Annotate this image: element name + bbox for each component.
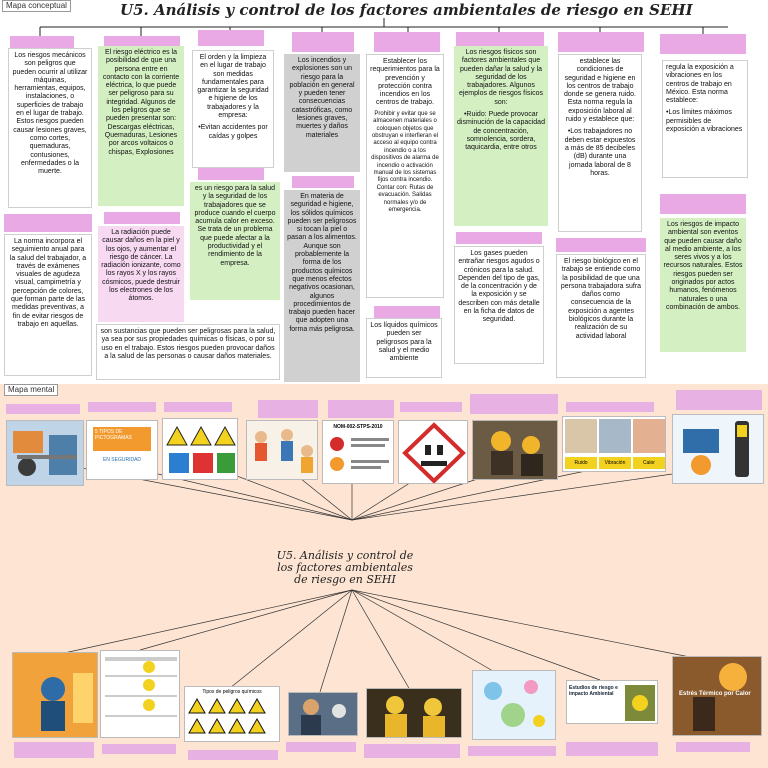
mind-map-title: U5. Análisis y control de los factores a… <box>276 549 414 586</box>
fire-requirements-list: Prohibir y evitar que se almacenen mater… <box>371 110 439 214</box>
header-impact <box>660 194 746 214</box>
page-title: U5. Análisis y control de los factores a… <box>120 1 693 19</box>
mind-label-3 <box>164 402 232 412</box>
mind-label-1 <box>6 404 80 414</box>
order-cleaning-box: El orden y la limpieza en el lugar de tr… <box>192 50 274 168</box>
header-liquids <box>374 306 440 318</box>
gases-box: Los gases pueden entrañar riesgos agudos… <box>454 246 544 364</box>
industrial-workers-photo <box>472 420 558 480</box>
ergonomic-heat-box: es un riesgo para la salud y la segurida… <box>190 182 280 300</box>
header-ergonomic <box>198 168 264 180</box>
mind-label-7 <box>470 394 558 414</box>
mind-map-label: Mapa mental <box>4 384 59 396</box>
mind-label-8 <box>566 402 654 412</box>
radiation-box: La radiación puede causar daños en la pi… <box>98 226 184 322</box>
environmental-study-image: Estudios de riesgo e impacto Ambiental <box>566 680 658 724</box>
gas-worker-photo <box>288 692 358 736</box>
mind-label-2 <box>88 402 156 412</box>
fire-requirements-box: Establecer los requerimientos para la pr… <box>366 54 444 298</box>
heat-stress-title: Estrés Térmico por Calor <box>679 691 751 697</box>
header-gases <box>456 232 542 244</box>
header-biological <box>556 238 646 252</box>
physical-risk-noise: •Ruido: Puede provocar disminución de la… <box>457 111 545 152</box>
noise-standard-text: establece las condiciones de seguridad e… <box>564 58 636 124</box>
environmental-study-title: Estudios de riesgo e impacto Ambiental <box>569 685 618 697</box>
vibration-standard-text: regula la exposición a vibraciones en lo… <box>666 64 734 105</box>
physical-risk-text: Los riesgos físicos son factores ambient… <box>458 49 544 106</box>
header-radiation <box>104 212 180 224</box>
chemical-types-heading: Tipos de peligros químicos <box>202 689 262 695</box>
physical-risk-box: Los riesgos físicos son factores ambient… <box>454 46 548 226</box>
noise-standard-limit: •Los trabajadores no deben estar expuest… <box>564 128 636 177</box>
mind-label-17 <box>676 742 750 752</box>
heat-label: Calor <box>633 457 665 469</box>
header-establish <box>374 32 440 52</box>
machinery-illustration <box>6 420 84 486</box>
mind-label-5 <box>328 400 394 418</box>
biological-risk-illustration <box>472 670 556 740</box>
mind-label-13 <box>286 742 356 752</box>
vibration-standard-limit: •Los límites máximos permisibles de expo… <box>666 109 743 134</box>
physical-risks-panel: Ruido Vibración Calor <box>562 416 666 472</box>
chemical-liquids-box: Los líquidos químicos pueden ser peligro… <box>366 318 442 378</box>
fire-requirements-text: Establecer los requerimientos para la pr… <box>370 58 440 107</box>
concept-map-label: Mapa conceptual <box>2 0 71 12</box>
mind-label-4 <box>258 400 318 418</box>
pictograms-heading: 5 TIPOS DE PICTOGRAMAS <box>93 427 151 451</box>
chemical-hazard-types-image: Tipos de peligros químicos <box>184 686 280 742</box>
chemical-solids-box: En materia de seguridad e higiene, los s… <box>284 190 360 382</box>
vibration-label: Vibración <box>599 457 631 469</box>
vibration-standard-box: regula la exposición a vibraciones en lo… <box>662 60 748 178</box>
mechanical-risk-box: Los riesgos mecánicos son peligros que p… <box>8 48 92 208</box>
mind-label-14 <box>364 744 460 758</box>
header-order <box>198 30 264 46</box>
header-fire <box>292 32 354 52</box>
environmental-impact-box: Los riesgos de impacto ambiental son eve… <box>660 218 746 352</box>
mind-label-6 <box>400 402 462 412</box>
hazard-table-image <box>100 650 180 738</box>
electrical-pictograms-image: 5 TIPOS DE PICTOGRAMAS EN SEGURIDAD <box>86 420 158 480</box>
mind-label-16 <box>566 742 658 756</box>
noise-label: Ruido <box>565 457 597 469</box>
electrical-risk-box: El riesgo eléctrico es la posibilidad de… <box>98 46 184 206</box>
corrosive-hazard-sign <box>398 420 468 484</box>
order-cleaning-text: El orden y la limpieza en el lugar de tr… <box>197 54 269 120</box>
mind-label-9 <box>676 390 762 410</box>
fire-standard-poster: NOM-002-STPS-2010 <box>322 420 394 484</box>
vibration-meter-illustration <box>672 414 764 484</box>
header-vibration <box>660 34 746 54</box>
header-noise <box>558 32 644 52</box>
pictograms-subheading: EN SEGURIDAD <box>102 457 142 463</box>
workplace-order-illustration <box>246 420 318 480</box>
mind-label-12 <box>188 750 278 760</box>
mind-label-11 <box>102 744 176 754</box>
norm-box: La norma incorpora el seguimiento anual … <box>4 234 92 376</box>
fire-standard-heading: NOM-002-STPS-2010 <box>333 424 383 430</box>
heat-stress-photo: Estrés Térmico por Calor <box>672 656 762 736</box>
substances-box: son sustancias que pueden ser peligrosas… <box>96 324 280 380</box>
header-norm <box>4 214 92 232</box>
mind-label-15 <box>468 746 556 756</box>
radiation-infographic <box>12 652 98 738</box>
fire-risk-box: Los incendios y explosiones son un riesg… <box>284 54 360 172</box>
hazmat-suits-photo <box>366 688 462 738</box>
electric-warning-signs <box>162 418 238 480</box>
order-cleaning-bullet: •Evitan accidentes por caídas y golpes <box>198 124 268 140</box>
noise-standard-box: establece las condiciones de seguridad e… <box>558 54 642 232</box>
biological-risk-box: El riesgo biológico en el trabajo se ent… <box>556 254 646 378</box>
mind-label-10 <box>14 742 94 758</box>
header-chemical <box>292 176 354 188</box>
